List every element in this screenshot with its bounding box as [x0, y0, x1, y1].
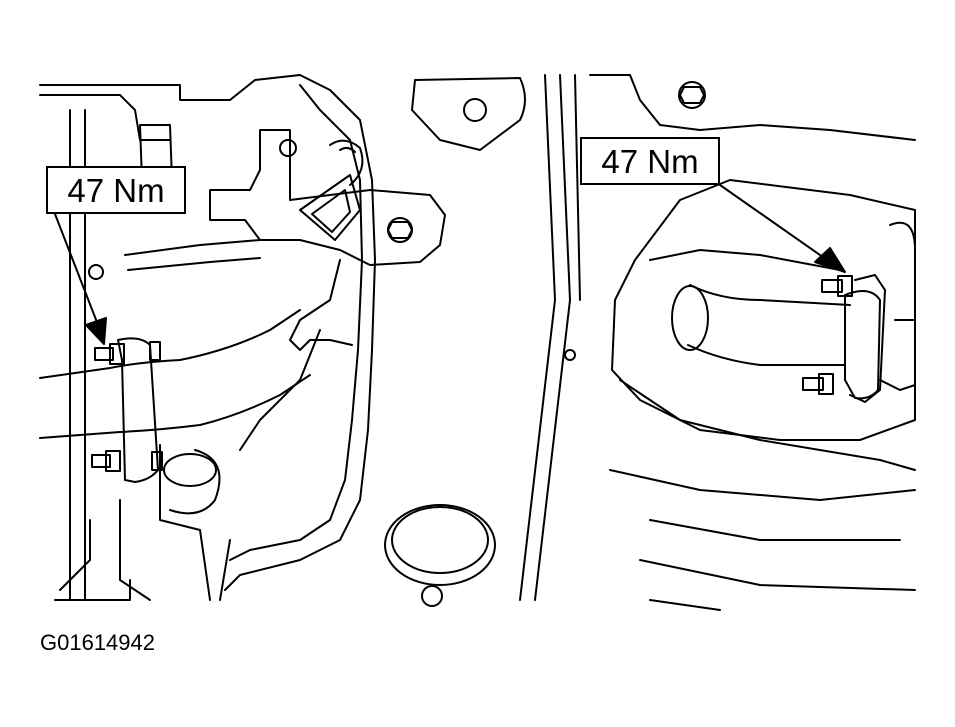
right-lower-bolt-head — [818, 373, 834, 395]
right-converter-inner — [619, 249, 916, 471]
right-upper-bolt-head — [837, 275, 853, 297]
left-view — [39, 74, 446, 601]
center-panel — [384, 74, 581, 607]
right-top-bolt — [678, 81, 706, 109]
left-exhaust-pipe — [39, 309, 311, 439]
left-leader-line — [54, 213, 101, 331]
mount-bolt-hex — [387, 221, 413, 239]
bracket-gusset — [299, 174, 361, 241]
right-view — [589, 74, 916, 611]
center-divider — [519, 74, 581, 601]
center-mount — [411, 77, 526, 151]
center-drain-hole — [564, 349, 576, 361]
left-strap-nut-top — [149, 341, 161, 361]
right-hanger-strap — [849, 274, 886, 403]
left-arrowhead — [85, 317, 107, 345]
left-cross-member — [124, 239, 261, 271]
right-arrowhead — [814, 247, 846, 273]
center-plug-inner — [391, 506, 489, 574]
torque-callout-right: 47 Nm — [580, 137, 720, 185]
right-leader-line — [719, 184, 831, 263]
right-upper-bolt — [821, 279, 843, 293]
figure-id-label: G01614942 — [40, 630, 155, 655]
cable-loop — [329, 139, 364, 186]
cable-line — [239, 259, 353, 451]
left-lower-housing — [59, 499, 231, 601]
left-body-outline — [39, 74, 376, 591]
center-plug — [384, 504, 496, 586]
center-mount-hole — [463, 98, 487, 122]
left-lower-bolt-head — [105, 450, 121, 472]
left-small-hole — [88, 264, 104, 280]
center-small-plug — [421, 585, 443, 607]
right-pipe-opening — [671, 285, 709, 351]
left-lower-bolt — [91, 454, 111, 468]
right-top-bolt-hex — [679, 86, 705, 104]
torque-callout-left: 47 Nm — [46, 166, 186, 214]
right-converter-body — [611, 179, 916, 441]
left-body-inner — [39, 84, 363, 561]
left-pipe-collar — [163, 453, 217, 487]
right-lower-bolt — [802, 377, 824, 391]
left-upper-bolt-head — [109, 343, 125, 365]
right-exhaust-pipe — [687, 284, 851, 366]
left-strap-nut-bottom — [151, 451, 163, 471]
left-upper-bolt — [94, 347, 114, 361]
right-frame-rail — [589, 74, 916, 141]
right-pipe-flange — [844, 290, 881, 400]
right-side-bracket — [879, 221, 916, 391]
right-lower-ribs — [609, 469, 916, 611]
mount-bracket — [209, 129, 446, 266]
upper-bolt — [279, 139, 297, 157]
left-pipe-flange — [159, 444, 221, 601]
